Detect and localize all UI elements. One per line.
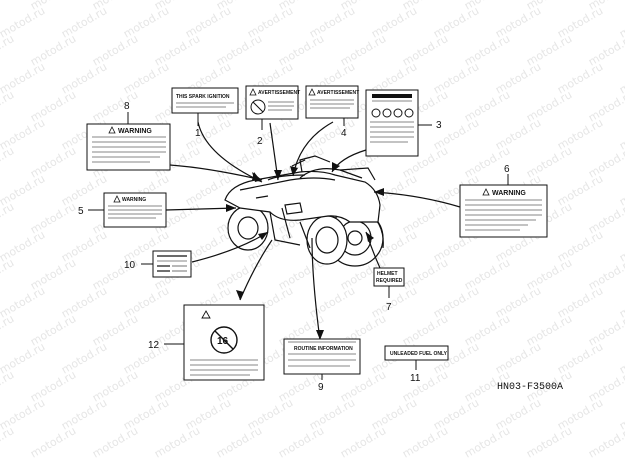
watermark-text: motod.ru <box>524 424 574 460</box>
callout-10: 10 <box>124 260 136 271</box>
watermark-text: motod.ru <box>0 0 16 13</box>
watermark-text: motod.ru <box>0 312 16 348</box>
callout-8: 8 <box>124 101 130 112</box>
decal-3-pictogram-panel: 3 <box>365 89 442 157</box>
decal-9-routine-information: ROUTINE INFORMATION 9 <box>283 338 361 393</box>
callout-11: 11 <box>410 373 421 384</box>
decal-10-info: 10 <box>124 250 192 278</box>
decal-1-spark-ignition: THIS SPARK IGNITION 1 <box>171 87 239 139</box>
watermark-text: motod.ru <box>0 424 16 460</box>
arrowheads <box>226 162 384 340</box>
callout-4: 4 <box>341 128 347 139</box>
watermark-text: motod.ru <box>152 424 202 460</box>
callout-3: 3 <box>436 120 442 131</box>
decal-7-text-line2: REQUIRED <box>376 278 403 284</box>
watermark-text: motod.ru <box>400 424 450 460</box>
watermark-text: motod.ru <box>0 88 16 124</box>
watermark-text: motod.ru <box>586 424 625 460</box>
decal-11-unleaded-fuel: UNLEADED FUEL ONLY 11 <box>384 345 449 384</box>
decal-6-warning: WARNING 6 <box>459 164 548 238</box>
watermark-text: motod.ru <box>0 368 16 404</box>
decal-5-warning: WARNING 5 <box>78 192 167 228</box>
decal-7-helmet-required: HELMET REQUIRED 7 <box>373 267 405 313</box>
decal-8-warning: WARNING 8 <box>86 101 171 171</box>
callout-9: 9 <box>318 382 324 393</box>
decal-9-text: ROUTINE INFORMATION <box>294 346 353 352</box>
callout-1: 1 <box>195 128 201 139</box>
decal-7-text-line1: HELMET <box>377 271 398 277</box>
watermark-text: motod.ru <box>0 32 16 68</box>
callout-2: 2 <box>257 136 263 147</box>
decal-8-text: WARNING <box>118 128 152 135</box>
watermark-text: motod.ru <box>338 424 388 460</box>
callout-5: 5 <box>78 206 84 217</box>
drawing-code: HN03-F3500A <box>497 382 563 393</box>
watermark-text: motod.ru <box>0 256 16 292</box>
decal-4-text: AVERTISSEMENT <box>317 90 359 96</box>
callout-6: 6 <box>504 164 510 175</box>
watermark-text: motod.ru <box>90 424 140 460</box>
decal-6-text: WARNING <box>492 190 526 197</box>
watermark-text: motod.ru <box>462 424 512 460</box>
watermark-text: motod.ru <box>276 424 326 460</box>
decal-12-age-text: 16 <box>217 336 229 347</box>
decal-11-text: UNLEADED FUEL ONLY <box>390 351 448 357</box>
decal-2-avertissement: AVERTISSEMENT 2 <box>245 85 300 147</box>
watermark-text: motod.ru <box>0 144 16 180</box>
watermark-text: motod.ru <box>0 200 16 236</box>
decal-12-age-warning: 16 12 <box>148 304 265 381</box>
callout-12: 12 <box>148 340 160 351</box>
atv-illustration <box>224 155 384 267</box>
decal-2-text: AVERTISSEMENT <box>258 90 300 96</box>
decal-5-text: WARNING <box>122 197 146 203</box>
watermark-text: motod.ru <box>214 424 264 460</box>
callout-7: 7 <box>386 302 392 313</box>
decal-4-avertissement: AVERTISSEMENT 4 <box>305 85 359 139</box>
watermark-text: motod.ru <box>28 424 78 460</box>
decal-1-text: THIS SPARK IGNITION <box>176 94 230 100</box>
